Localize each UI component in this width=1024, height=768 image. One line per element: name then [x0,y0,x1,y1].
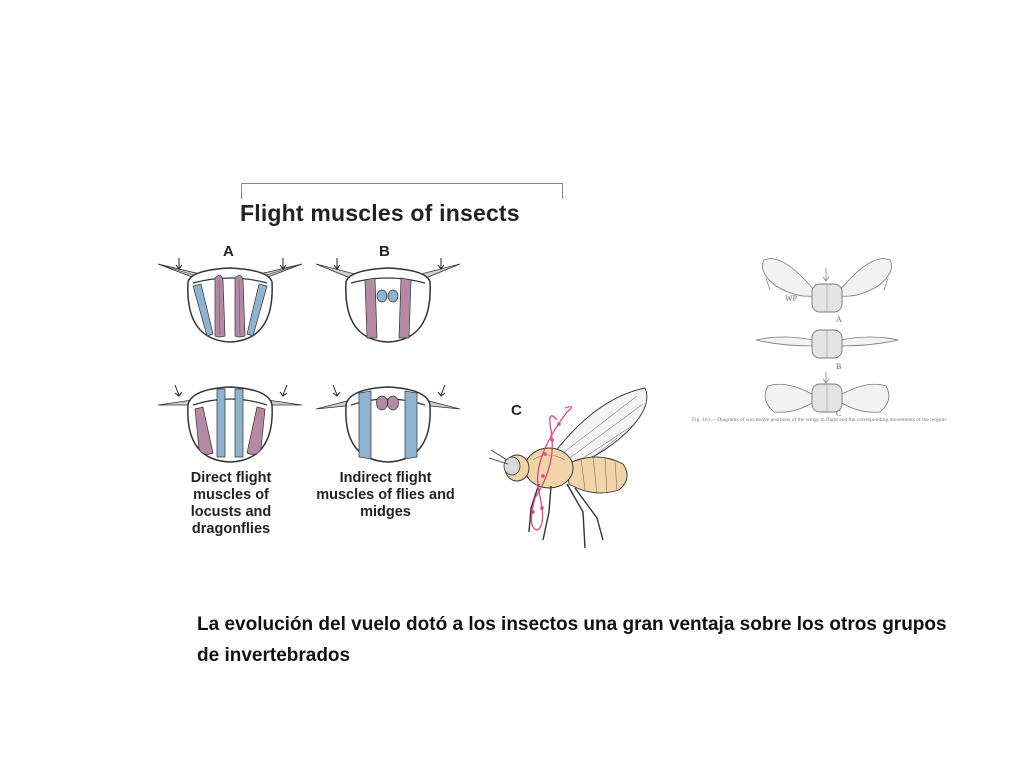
label-stage-c: C [836,409,842,418]
diagram-indirect-downstroke [315,384,461,463]
stage-a-wings-up [762,258,892,313]
blue-muscle-1 [216,388,226,458]
purple-muscle-left [194,406,214,455]
label-wp: WP [785,294,797,303]
thorax-outline [345,386,431,463]
fly-legs [528,483,604,549]
fly-abdomen [566,455,628,495]
panel-label-b: B [379,243,390,260]
caption-direct-flight: Direct flight muscles of locusts and dra… [190,470,272,537]
panel-label-a: A [223,243,234,260]
fly-head [488,449,530,482]
stage-c-wings-down [764,372,890,413]
arrow-left [332,384,341,397]
purple-muscle-2 [234,275,246,338]
purple-muscle-cross-section [376,395,399,411]
label-stage-a: A [836,315,842,324]
purple-muscle-1 [214,275,226,338]
arrow-left [333,258,341,270]
blue-muscle-left [192,283,214,337]
arrow-left [175,258,183,270]
caption-indirect-flight: Indirect flight muscles of flies and mid… [316,470,455,520]
thorax-outline [345,267,431,343]
arrow-left [174,384,183,397]
purple-muscle-right [246,406,266,455]
arrow-right [437,258,445,270]
diagram-indirect-upstroke [315,258,461,343]
label-stage-b: B [836,362,842,371]
blue-muscle-cross-section [376,289,399,303]
stage-b-wings-level [755,329,899,359]
purple-muscle-left [364,277,378,339]
fly-wing [554,387,648,467]
diagram-direct-upstroke [157,258,303,343]
wing-positions-diagram [755,258,899,413]
arrow-right [437,384,446,397]
blue-muscle-left [358,390,372,460]
diagram-direct-downstroke [157,384,303,463]
purple-muscle-right [398,277,412,339]
slide-body-text: La evolución del vuelo dotó a los insect… [197,614,947,666]
blue-muscle-right [246,283,268,337]
arrow-right [279,384,288,397]
blue-muscle-right [404,390,418,460]
blue-muscle-2 [234,388,244,458]
panel-label-c: C [511,402,522,419]
figure-title: Flight muscles of insects [240,200,520,226]
wingtip-path-arrows [531,422,561,514]
fly-wingbeat-illustration [488,387,648,549]
figure-top-rule [241,183,563,199]
wing-positions-caption: Fig. 161.—Diagrams of successive positio… [692,417,948,423]
wingtip-path [530,406,573,531]
arrow-right [279,258,287,270]
